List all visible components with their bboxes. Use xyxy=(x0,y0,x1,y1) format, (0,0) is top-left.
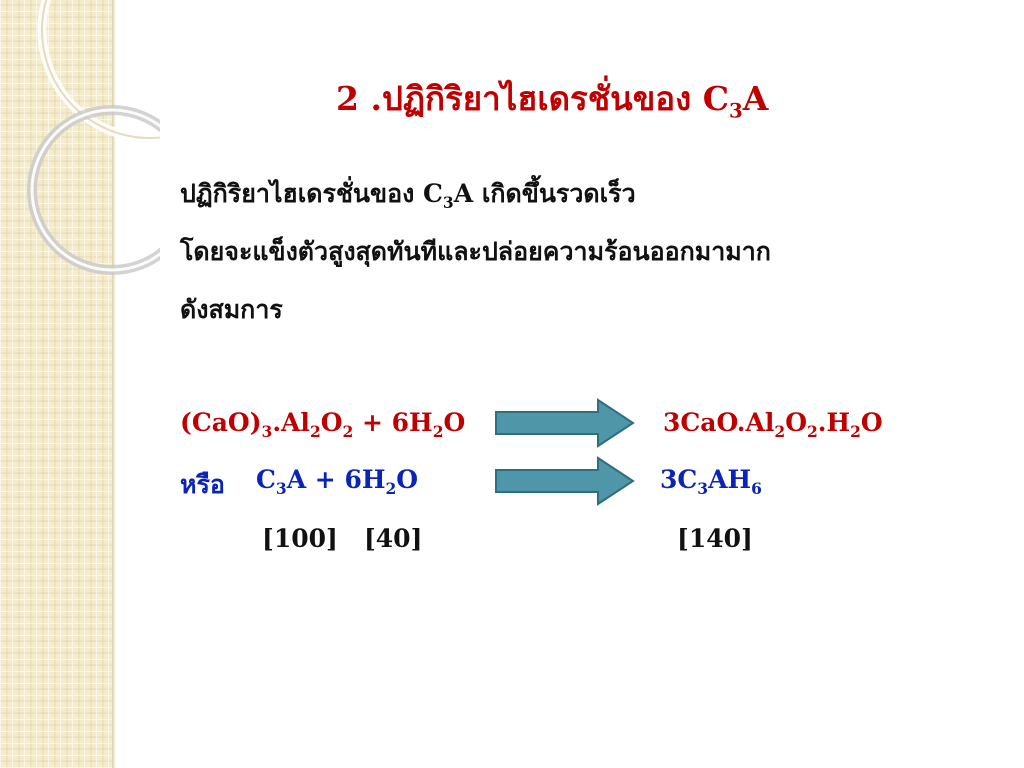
body-line-2: โดยจะแข็งตัวสูงสุดทันทีและปล่อยความร้อนอ… xyxy=(180,237,771,266)
body-line-3: ดังสมการ xyxy=(180,295,283,324)
reactant-mass-ratio: [100] [40] xyxy=(262,524,423,553)
equation-1-reactants: (CaO)3.Al2O2 + 6H2O xyxy=(180,408,466,441)
equation-2-reactants: C3A + 6H2O xyxy=(256,465,419,498)
sidebar-edge xyxy=(112,0,116,768)
product-mass-ratio: [140] xyxy=(677,524,753,553)
arrow-right-icon xyxy=(495,398,635,448)
equation-1-products: 3CaO.Al2O2.H2O xyxy=(663,408,883,441)
arrow-right-icon xyxy=(495,456,635,506)
slide-title: 2 .ปฏิกิริยาไฮเดรชั่นของ C3A xyxy=(336,79,769,123)
decorative-circles xyxy=(27,0,160,275)
equation-2-label: หรือ xyxy=(180,470,225,499)
body-line-1: ปฏิกิริยาไฮเดรชั่นของ C3A เกิดขึ้นรวดเร็… xyxy=(180,179,636,212)
equation-2-products: 3C3AH6 xyxy=(660,465,762,498)
